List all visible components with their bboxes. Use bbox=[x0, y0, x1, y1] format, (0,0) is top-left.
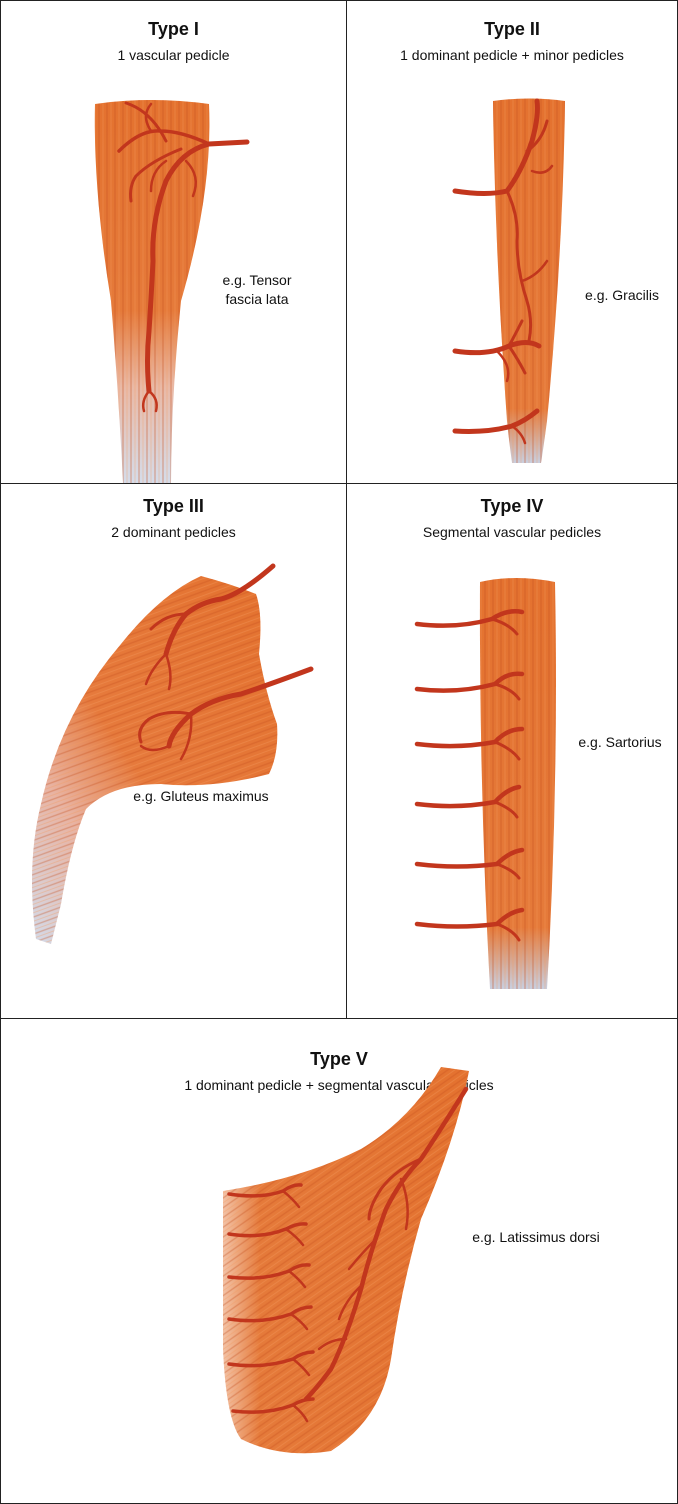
panel-type-5: Type V 1 dominant pedicle + segmental va… bbox=[1, 1019, 677, 1503]
example-label: e.g. Gluteus maximus bbox=[106, 787, 296, 806]
muscle-fibers bbox=[223, 1067, 469, 1453]
example-line-2: fascia lata bbox=[197, 290, 317, 309]
example-label: e.g. Sartorius bbox=[565, 733, 675, 752]
example-label: e.g. Tensor fascia lata bbox=[197, 271, 317, 309]
muscle-fibers bbox=[480, 578, 556, 989]
muscle-fibers bbox=[32, 576, 277, 944]
muscle-illustration-type-2 bbox=[347, 1, 677, 483]
muscle-illustration-type-3 bbox=[1, 484, 346, 1018]
panel-type-1: Type I 1 vascular pedicle e.g. Tensor fa… bbox=[1, 1, 346, 483]
example-line-1: e.g. Tensor bbox=[197, 271, 317, 290]
example-label: e.g. Latissimus dorsi bbox=[436, 1228, 636, 1247]
muscle-illustration-type-5 bbox=[1, 1019, 677, 1503]
panel-type-2: Type II 1 dominant pedicle + minor pedic… bbox=[347, 1, 677, 483]
panel-type-4: Type IV Segmental vascular pedicles e.g.… bbox=[347, 484, 677, 1018]
muscle-illustration-type-1 bbox=[1, 1, 346, 483]
panel-type-3: Type III 2 dominant pedicles e.g. Gluteu… bbox=[1, 484, 346, 1018]
example-label: e.g. Gracilis bbox=[567, 286, 677, 305]
